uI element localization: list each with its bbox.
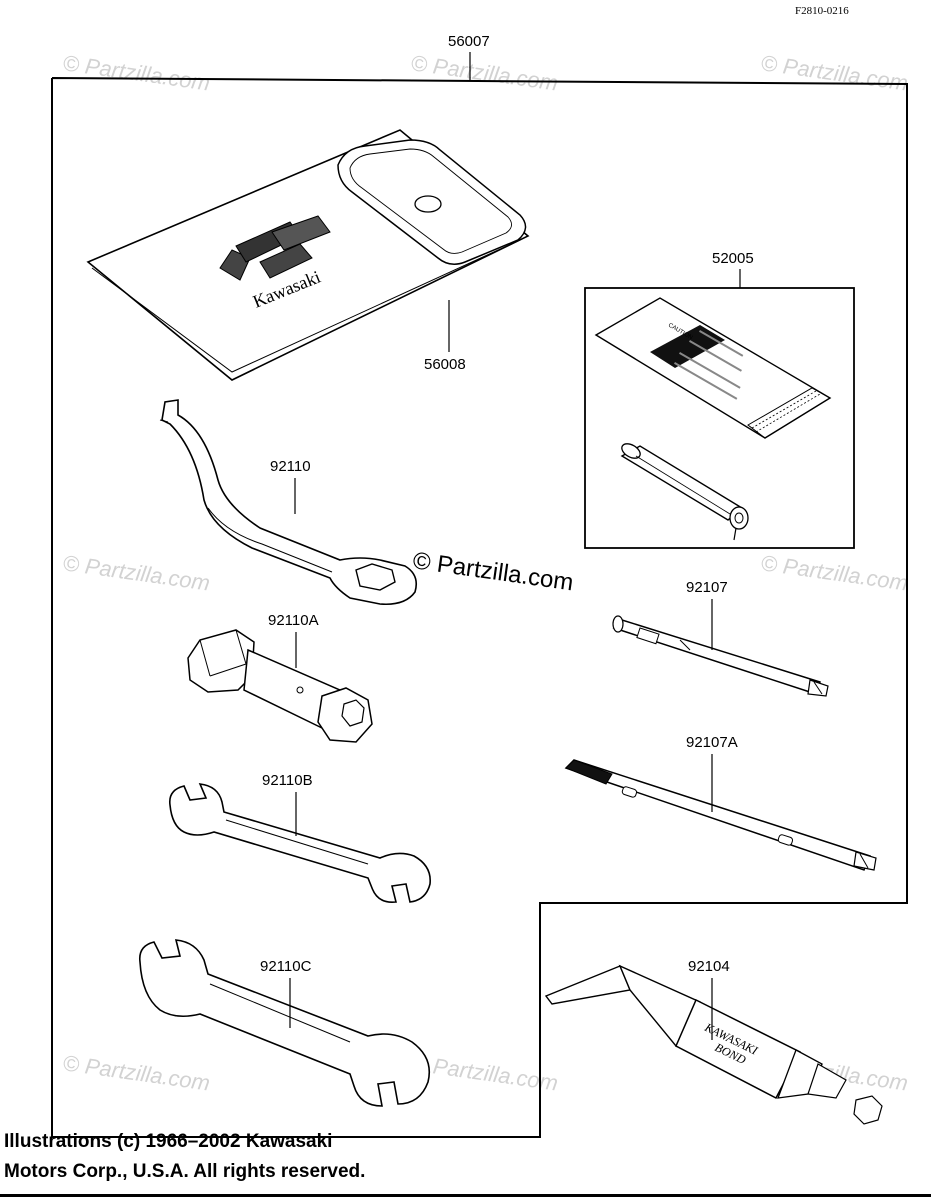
watermark-main: © Partzilla.com bbox=[411, 547, 575, 596]
bond-tube[interactable]: KAWASAKI BOND bbox=[546, 966, 882, 1124]
label-56008: 56008 bbox=[424, 356, 466, 373]
watermark-faded: © Partzilla.com bbox=[409, 50, 559, 95]
watermark-faded: © Partzilla.com bbox=[409, 1050, 559, 1095]
label-92107A: 92107A bbox=[686, 734, 738, 751]
tool-pouch[interactable]: Kawasaki bbox=[88, 130, 528, 380]
watermark-faded: © Partzilla.com bbox=[759, 50, 909, 95]
label-92107: 92107 bbox=[686, 579, 728, 596]
label-92110B: 92110B bbox=[262, 772, 313, 789]
copyright-line-2: Motors Corp., U.S.A. All rights reserved… bbox=[4, 1161, 366, 1182]
open-end-wrench-large[interactable] bbox=[140, 940, 430, 1106]
watermark-faded: © Partzilla.com bbox=[61, 1050, 211, 1095]
label-92110C: 92110C bbox=[260, 958, 312, 975]
bottom-rule bbox=[0, 1194, 931, 1197]
hook-spanner[interactable] bbox=[160, 400, 416, 604]
label-92104: 92104 bbox=[688, 958, 730, 975]
label-52005: 52005 bbox=[712, 250, 754, 267]
subkit-box-52005 bbox=[584, 287, 855, 549]
kit-outline bbox=[51, 77, 908, 1138]
copyright-line-1: Illustrations (c) 1966–2002 Kawasaki bbox=[4, 1131, 333, 1152]
label-92110: 92110 bbox=[270, 458, 311, 475]
tire-gauge[interactable] bbox=[619, 441, 748, 540]
watermark-faded: © Partzilla.com bbox=[759, 550, 909, 595]
phillips-screwdriver[interactable] bbox=[613, 616, 828, 696]
watermark-faded: © Partzilla.com bbox=[61, 550, 211, 595]
watermark-faded: © Partzilla.com bbox=[61, 50, 211, 95]
caution-card[interactable]: CAUTION bbox=[596, 298, 830, 438]
label-56007: 56007 bbox=[448, 33, 490, 50]
kawasaki-logo-icon bbox=[220, 216, 330, 280]
flat-screwdriver[interactable] bbox=[566, 760, 876, 870]
diagram-ref-code: F2810-0216 bbox=[795, 5, 849, 17]
open-end-wrench-small[interactable] bbox=[170, 784, 430, 902]
box-socket-wrench[interactable] bbox=[188, 630, 372, 742]
label-92110A: 92110A bbox=[268, 612, 319, 629]
